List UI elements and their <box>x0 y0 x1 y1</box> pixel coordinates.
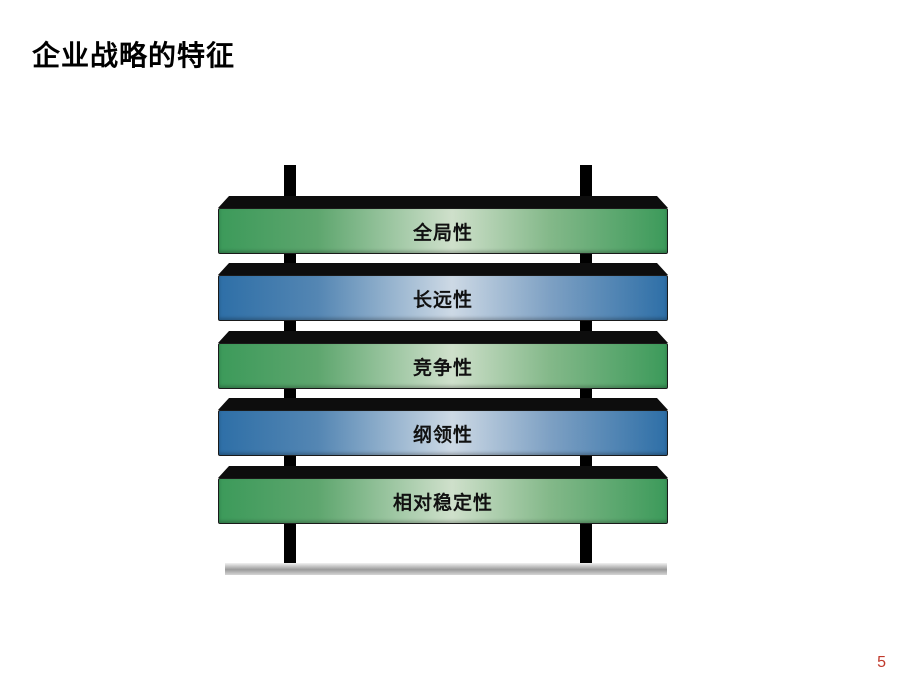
layer-slab-5: 相对稳定性 <box>218 466 668 524</box>
page-number: 5 <box>877 654 886 671</box>
layer-slab-2: 长远性 <box>218 263 668 321</box>
slab-top-edge <box>218 466 668 478</box>
layer-slab-1: 全局性 <box>218 196 668 254</box>
layer-label: 全局性 <box>412 221 473 244</box>
slab-top-edge <box>218 263 668 275</box>
slab-face: 长远性 <box>218 275 668 321</box>
slide-title: 企业战略的特征 <box>32 39 236 72</box>
layer-label: 长远性 <box>412 288 473 311</box>
slab-face: 纲领性 <box>218 410 668 456</box>
slab-top-edge <box>218 398 668 410</box>
layer-slab-4: 纲领性 <box>218 398 668 456</box>
slab-top-edge <box>218 331 668 343</box>
layer-slab-3: 竞争性 <box>218 331 668 389</box>
slab-top-edge <box>218 196 668 208</box>
slab-face: 全局性 <box>218 208 668 254</box>
layer-label: 竞争性 <box>412 356 473 379</box>
layer-label: 纲领性 <box>412 423 473 446</box>
slab-face: 相对稳定性 <box>218 478 668 524</box>
slab-face: 竞争性 <box>218 343 668 389</box>
base-platform <box>225 563 667 575</box>
layer-label: 相对稳定性 <box>392 491 493 514</box>
